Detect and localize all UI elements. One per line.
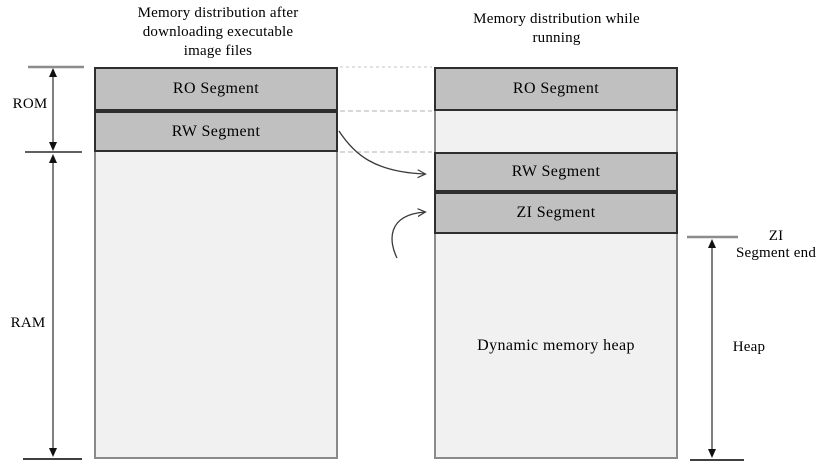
zi-segment-end-label: ZI Segment end: [723, 228, 829, 262]
zi-relocation-arrow: [391, 212, 425, 259]
zi-segment-end-label-line2: Segment end: [735, 245, 817, 261]
dynamic-heap-area-label: Dynamic memory heap: [477, 337, 635, 354]
left-ro-segment: RO Segment: [94, 67, 338, 111]
right-zi-segment: ZI Segment: [434, 192, 678, 234]
heap-label: Heap: [732, 339, 766, 355]
ram-measure-arrow: [23, 154, 82, 460]
right-ro-segment: RO Segment: [434, 67, 678, 111]
left-rw-segment: RW Segment: [94, 111, 338, 152]
right-memory-column: RO Segment RW Segment ZI Segment Dynamic…: [434, 67, 678, 459]
zi-segment-end-label-line1: ZI: [768, 228, 784, 244]
left-memory-column: RO Segment RW Segment: [94, 67, 338, 459]
left-column-title: Memory distribution after downloading ex…: [137, 5, 299, 59]
ram-label: RAM: [10, 315, 46, 331]
rom-label: ROM: [12, 96, 48, 112]
rw-relocation-arrow: [338, 130, 425, 174]
right-rw-segment: RW Segment: [434, 152, 678, 192]
right-column-title: Memory distribution while running: [473, 11, 640, 46]
